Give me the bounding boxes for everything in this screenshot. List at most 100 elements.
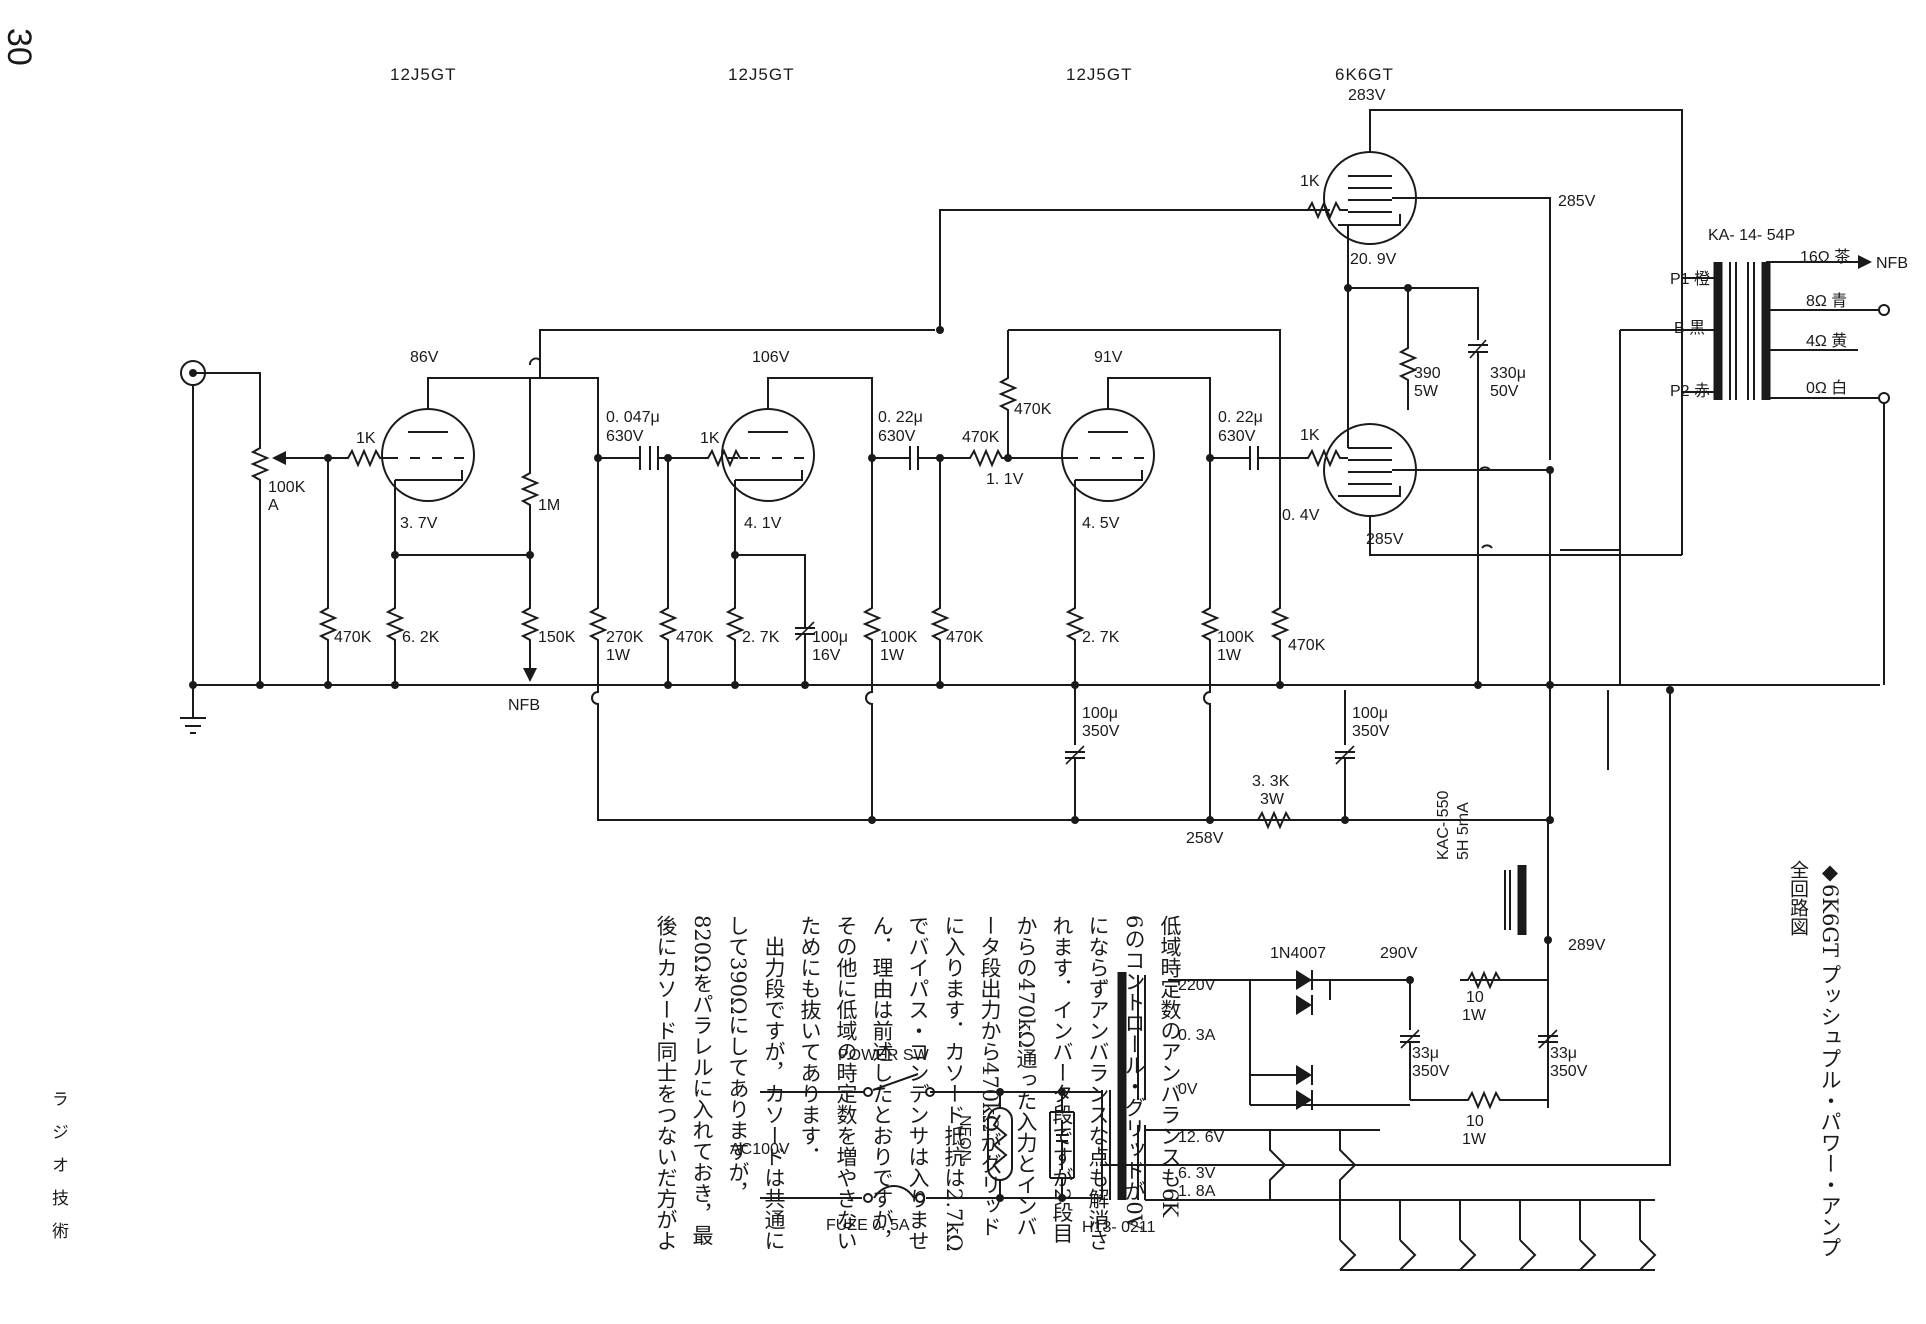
svg-text:630V: 630V xyxy=(878,428,916,445)
svg-text:0. 047μ: 0. 047μ xyxy=(606,409,660,426)
filter-cap-33u-b xyxy=(1538,1020,1558,1105)
cathode-2k7-stage2 xyxy=(727,599,743,649)
svg-text:1W: 1W xyxy=(880,647,905,664)
feedback-470k-inv xyxy=(932,599,948,649)
svg-text:630V: 630V xyxy=(606,428,644,445)
svg-text:630V: 630V xyxy=(1218,428,1256,445)
svg-text:100K: 100K xyxy=(1217,629,1255,646)
cathode-2k7-inv xyxy=(1067,599,1083,649)
svg-text:91V: 91V xyxy=(1094,349,1123,366)
nfb-150k xyxy=(522,599,538,649)
grid-leak-470k-stage1 xyxy=(320,599,336,649)
diagram-title: ◆6K6GT プッシュプル・パワー・アンプ xyxy=(1818,860,1842,1258)
svg-text:350V: 350V xyxy=(1082,723,1120,740)
svg-text:2. 7K: 2. 7K xyxy=(1082,629,1120,646)
svg-text:NFB: NFB xyxy=(1876,255,1908,272)
diagram-title-block: ◆6K6GT プッシュプル・パワー・アンプ 全回路図 xyxy=(1782,860,1846,1258)
svg-text:1. 1V: 1. 1V xyxy=(986,471,1024,488)
svg-text:106V: 106V xyxy=(752,349,790,366)
svg-text:1W: 1W xyxy=(1462,1131,1487,1148)
text-line: ためにも抜いてあります． xyxy=(798,915,822,1167)
svg-text:470K: 470K xyxy=(1288,637,1326,654)
svg-text:10: 10 xyxy=(1466,1113,1484,1130)
svg-text:470K: 470K xyxy=(676,629,714,646)
text-line: 820Ωをパラレルに入れておき，最 xyxy=(690,915,714,1246)
cathode-390-5w xyxy=(1400,339,1416,389)
svg-text:1. 8A: 1. 8A xyxy=(1178,1183,1216,1200)
svg-text:1K: 1K xyxy=(1300,427,1320,444)
publisher-name: ラジオ技術 xyxy=(48,1090,68,1255)
svg-text:50V: 50V xyxy=(1490,383,1519,400)
text-line: に入ります．カソード抵抗は2.7kΩ xyxy=(942,915,966,1252)
power-switch-label: POWER SW xyxy=(838,1047,930,1064)
svg-text:270K: 270K xyxy=(606,629,644,646)
svg-text:KAC- 550: KAC- 550 xyxy=(1435,791,1452,860)
svg-text:470K: 470K xyxy=(1014,401,1052,418)
svg-text:KA- 14- 54P: KA- 14- 54P xyxy=(1708,227,1795,244)
svg-text:1K: 1K xyxy=(1300,173,1320,190)
svg-text:470K: 470K xyxy=(946,629,984,646)
svg-text:1K: 1K xyxy=(356,430,376,447)
bridge-rectifier xyxy=(1250,970,1331,1110)
grid-resistor-1k-stage2 xyxy=(699,450,749,466)
svg-text:A: A xyxy=(268,497,279,514)
text-line: その他に低域の時定数を増やさない xyxy=(834,915,858,1251)
fuse-contact-a xyxy=(863,1193,873,1203)
fuse-contact-b xyxy=(915,1193,925,1203)
svg-text:150K: 150K xyxy=(538,629,576,646)
svg-text:390: 390 xyxy=(1414,365,1441,382)
svg-text:1N4007: 1N4007 xyxy=(1270,945,1326,962)
svg-text:33μ: 33μ xyxy=(1550,1045,1577,1062)
text-line: ータ段出力から470kΩがグリッド xyxy=(978,915,1002,1238)
neon-lamp xyxy=(987,1092,1013,1198)
plate-270k xyxy=(590,599,606,649)
svg-text:H13- 0211: H13- 0211 xyxy=(1082,1219,1156,1236)
svg-text:289V: 289V xyxy=(1568,937,1606,954)
article-column-1: 低域時定数のアンバランスも6K 6のコントロール・グリッドが0V にならずアンバ… xyxy=(648,915,1188,1305)
svg-text:0. 4V: 0. 4V xyxy=(1282,507,1320,524)
text-line: して390Ωにしてありますが， xyxy=(726,915,750,1204)
svg-text:285V: 285V xyxy=(1366,531,1404,548)
svg-text:100μ: 100μ xyxy=(812,629,848,646)
svg-text:100K: 100K xyxy=(880,629,918,646)
tube-label-4: 6K6GT xyxy=(1335,65,1394,84)
svg-text:283V: 283V xyxy=(1348,87,1386,104)
svg-text:86V: 86V xyxy=(410,349,439,366)
decoupling-cap-100u-350v-a xyxy=(1065,685,1085,820)
output-transformer-core xyxy=(1713,262,1771,400)
svg-text:350V: 350V xyxy=(1412,1063,1450,1080)
svg-text:1M: 1M xyxy=(538,497,560,514)
tube-label-3: 12J5GT xyxy=(1066,65,1132,84)
svg-text:33μ: 33μ xyxy=(1412,1045,1439,1062)
svg-text:10: 10 xyxy=(1466,989,1484,1006)
svg-text:100μ: 100μ xyxy=(1352,705,1388,722)
svg-text:6. 2K: 6. 2K xyxy=(402,629,440,646)
svg-text:470K: 470K xyxy=(962,429,1000,446)
svg-text:3. 3K: 3. 3K xyxy=(1252,773,1290,790)
svg-text:0. 3A: 0. 3A xyxy=(1178,1027,1216,1044)
svg-text:1W: 1W xyxy=(1462,1007,1487,1024)
svg-text:1W: 1W xyxy=(606,647,631,664)
grid-leak-470k-stage2 xyxy=(660,599,676,649)
svg-text:16V: 16V xyxy=(812,647,841,664)
svg-text:NEON: NEON xyxy=(956,1115,973,1161)
text-line: 低域時定数のアンバランスも6K xyxy=(1158,915,1182,1218)
svg-text:8Ω 青: 8Ω 青 xyxy=(1806,292,1847,310)
svg-text:3W: 3W xyxy=(1260,791,1285,808)
svg-text:NFB: NFB xyxy=(508,697,540,714)
filter-resistor-10-b xyxy=(1459,1092,1509,1108)
ground-symbol xyxy=(180,685,206,734)
svg-text:258V: 258V xyxy=(1186,830,1224,847)
text-line: 後にカソード同士をつないだ方がよ xyxy=(654,915,678,1251)
svg-text:100μ: 100μ xyxy=(1082,705,1118,722)
svg-text:AC100V: AC100V xyxy=(730,1141,790,1158)
svg-text:285V: 285V xyxy=(1558,193,1596,210)
svg-text:1W: 1W xyxy=(1217,647,1242,664)
cathode-cap-330u-50v xyxy=(1468,339,1488,685)
svg-text:P2 赤: P2 赤 xyxy=(1670,382,1710,400)
cathode-6k2-stage1 xyxy=(387,599,403,649)
svg-text:0. 22μ: 0. 22μ xyxy=(1218,409,1263,426)
svg-text:20. 9V: 20. 9V xyxy=(1350,251,1397,268)
svg-text:350V: 350V xyxy=(1550,1063,1588,1080)
